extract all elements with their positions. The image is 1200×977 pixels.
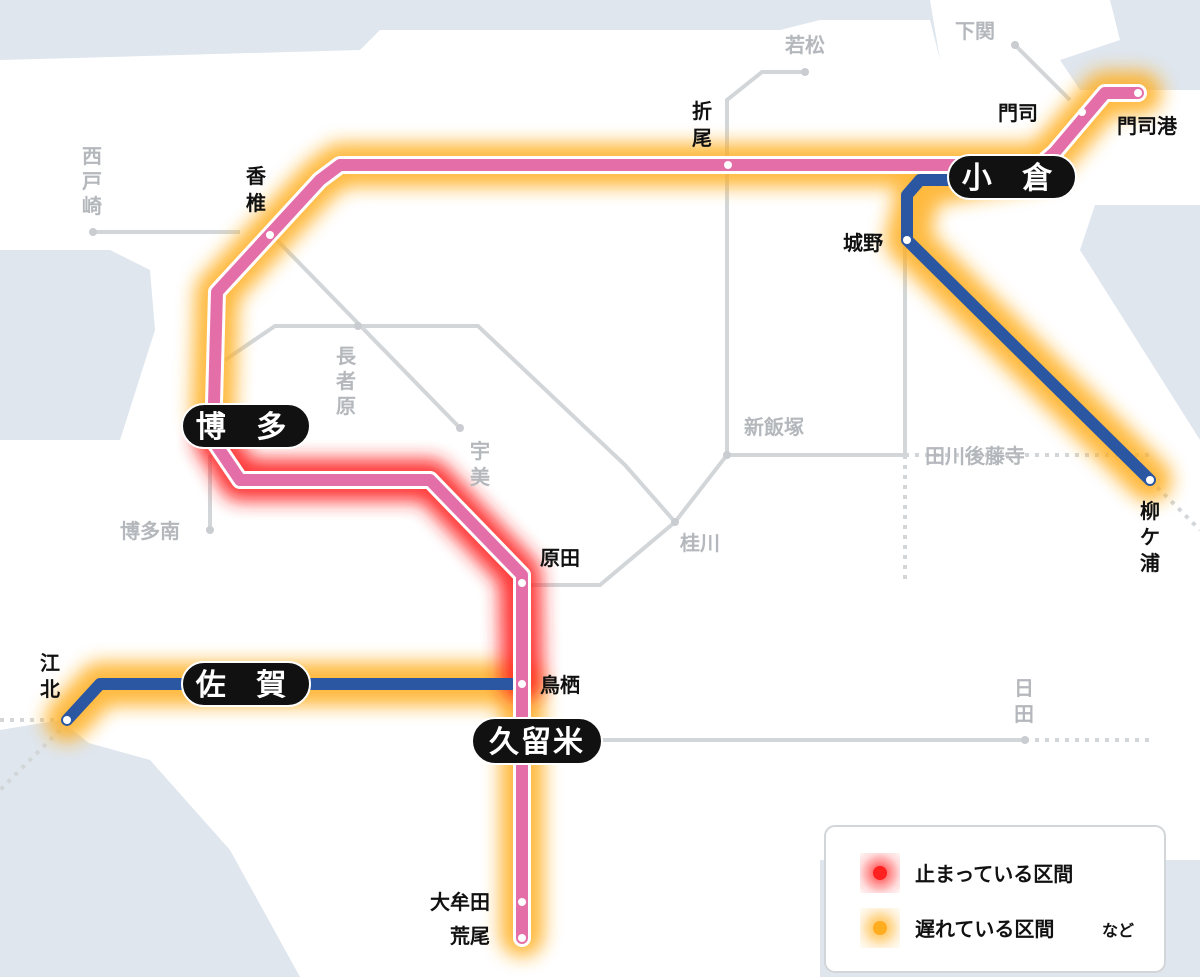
land-shimonoseki [930, 0, 1120, 60]
station-kokura[interactable]: 小 倉 [947, 154, 1077, 200]
station-kurume[interactable]: 久留米 [471, 717, 603, 765]
station-chojabaru-label-3: 原 [336, 394, 356, 418]
station-hita-label-1: 日 [1014, 676, 1034, 700]
station-moji-label[interactable]: 門司 [998, 101, 1038, 125]
station-saitozaki-label-1: 西 [82, 144, 102, 168]
station-umi-label-1: 宇 [470, 439, 490, 463]
station-tagawa-label: 田川後藤寺 [925, 444, 1025, 468]
station-chojabaru-label-1: 長 [336, 344, 357, 368]
station-jono-label[interactable]: 城野 [843, 231, 883, 255]
station-saga[interactable]: 佐 賀 [181, 661, 311, 707]
station-wakamatsu-label: 若松 [784, 33, 825, 57]
station-yanagase-label-1[interactable]: 柳 [1140, 499, 1160, 523]
station-mojiko-label[interactable]: 門司港 [1117, 114, 1178, 138]
station-saitozaki-label-3: 崎 [82, 194, 102, 218]
station-kokura-label: 小 倉 [962, 161, 1062, 196]
station-ori-label-2[interactable]: 尾 [692, 126, 712, 150]
inactive-station-dots [89, 41, 1029, 744]
station-koboku-label-1[interactable]: 江 [40, 651, 60, 675]
sea-west-bay [0, 250, 155, 440]
legend-delayed-suffix: など [1102, 921, 1134, 940]
legend-box [824, 825, 1166, 973]
station-dots [63, 89, 1154, 942]
station-yanagase-label-2[interactable]: ケ [1140, 525, 1160, 549]
station-ori-label-1[interactable]: 折 [692, 99, 712, 123]
inactive-lines [93, 43, 1072, 742]
station-yanagase-label-3[interactable]: 浦 [1140, 551, 1160, 575]
legend: 止まっている区間 遅れている区間 など [824, 825, 1166, 973]
station-kashii-label-1[interactable]: 香 [246, 164, 267, 188]
station-harada-label[interactable]: 原田 [540, 546, 580, 570]
legend-delayed-label: 遅れている区間 [915, 917, 1054, 941]
station-shiniizuka-label: 新飯塚 [744, 415, 804, 439]
station-kurume-label: 久留米 [489, 725, 585, 760]
station-shimonoseki-label: 下関 [955, 19, 995, 43]
station-kashii-label-2[interactable]: 椎 [246, 191, 266, 215]
station-tosu-label[interactable]: 鳥栖 [540, 673, 580, 697]
legend-stopped-label: 止まっている区間 [915, 862, 1073, 886]
station-arao-label[interactable]: 荒尾 [450, 924, 490, 948]
station-umi-label-2: 美 [470, 465, 491, 489]
station-hita-label-2: 田 [1014, 702, 1034, 726]
station-hakata-label: 博 多 [196, 410, 296, 445]
station-omuta-label[interactable]: 大牟田 [430, 890, 490, 914]
station-koboku-label-2[interactable]: 北 [40, 677, 60, 701]
station-saitozaki-label-2: 戸 [82, 169, 102, 193]
sea-southwest [0, 735, 300, 977]
station-saga-label: 佐 賀 [195, 668, 296, 703]
station-keisen-label: 桂川 [679, 531, 720, 555]
station-hakata[interactable]: 博 多 [181, 403, 311, 449]
station-chojabaru-label-2: 者 [335, 369, 356, 393]
inactive-station-labels: 下関 若松 西 戸 崎 長 者 原 宇 美 新飯塚 田川後藤寺 博多南 桂川 日… [82, 19, 1034, 726]
land-island-west [45, 130, 175, 250]
active-station-labels: 門司港 門司 折 尾 香 椎 城野 柳 ケ 浦 原田 鳥栖 江 北 大牟田 荒尾 [40, 99, 1178, 948]
station-hakataminami-label: 博多南 [120, 519, 180, 543]
